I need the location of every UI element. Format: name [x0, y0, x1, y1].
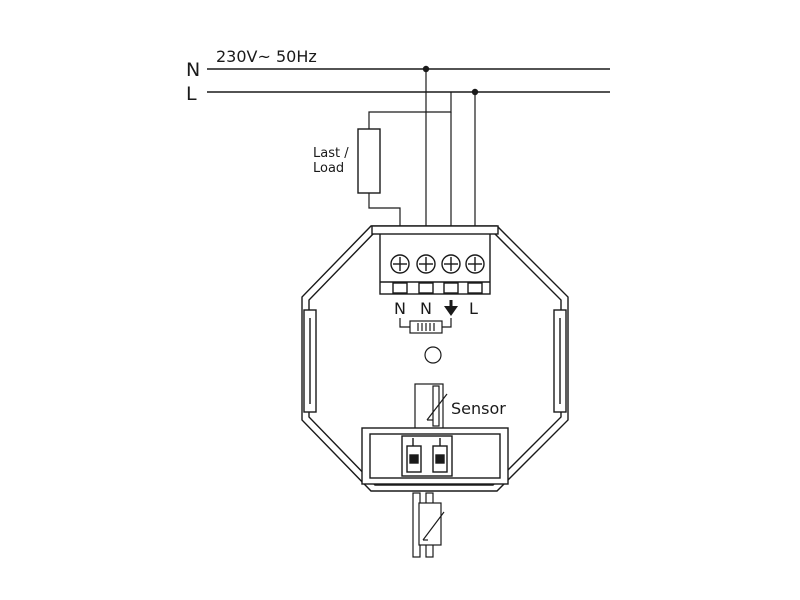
mains-lines: [207, 68, 610, 93]
heating-symbol: [399, 318, 452, 334]
supply-voltage-label: 230V~ 50Hz: [216, 47, 317, 66]
load-output-wire: [368, 193, 401, 226]
neutral-label: N: [186, 59, 200, 81]
load-resistor: [357, 128, 381, 194]
terminal-1-label: N: [394, 299, 406, 318]
load-supply-wire: [368, 92, 452, 129]
screw-icon: [416, 254, 436, 274]
external-sensor-probe: [412, 492, 445, 558]
output-arrow-icon: [444, 300, 458, 316]
screw-icon: [441, 254, 461, 274]
screw-icon: [390, 254, 410, 274]
terminal-screws: [390, 254, 485, 274]
load-label-line1: Last /: [313, 146, 349, 161]
housing-outer: [301, 225, 569, 492]
wires: [368, 69, 476, 226]
sensor-label: Sensor: [451, 399, 506, 418]
device-housing: [301, 225, 569, 492]
sensor-connector-block: [361, 427, 509, 485]
led-indicator: [424, 346, 442, 364]
terminal-4-label: L: [469, 299, 478, 318]
screw-icon: [465, 254, 485, 274]
internal-sensor: [414, 383, 448, 433]
terminal-2-label: N: [420, 299, 432, 318]
live-label: L: [186, 83, 197, 105]
load-label-line2: Load: [313, 161, 344, 176]
